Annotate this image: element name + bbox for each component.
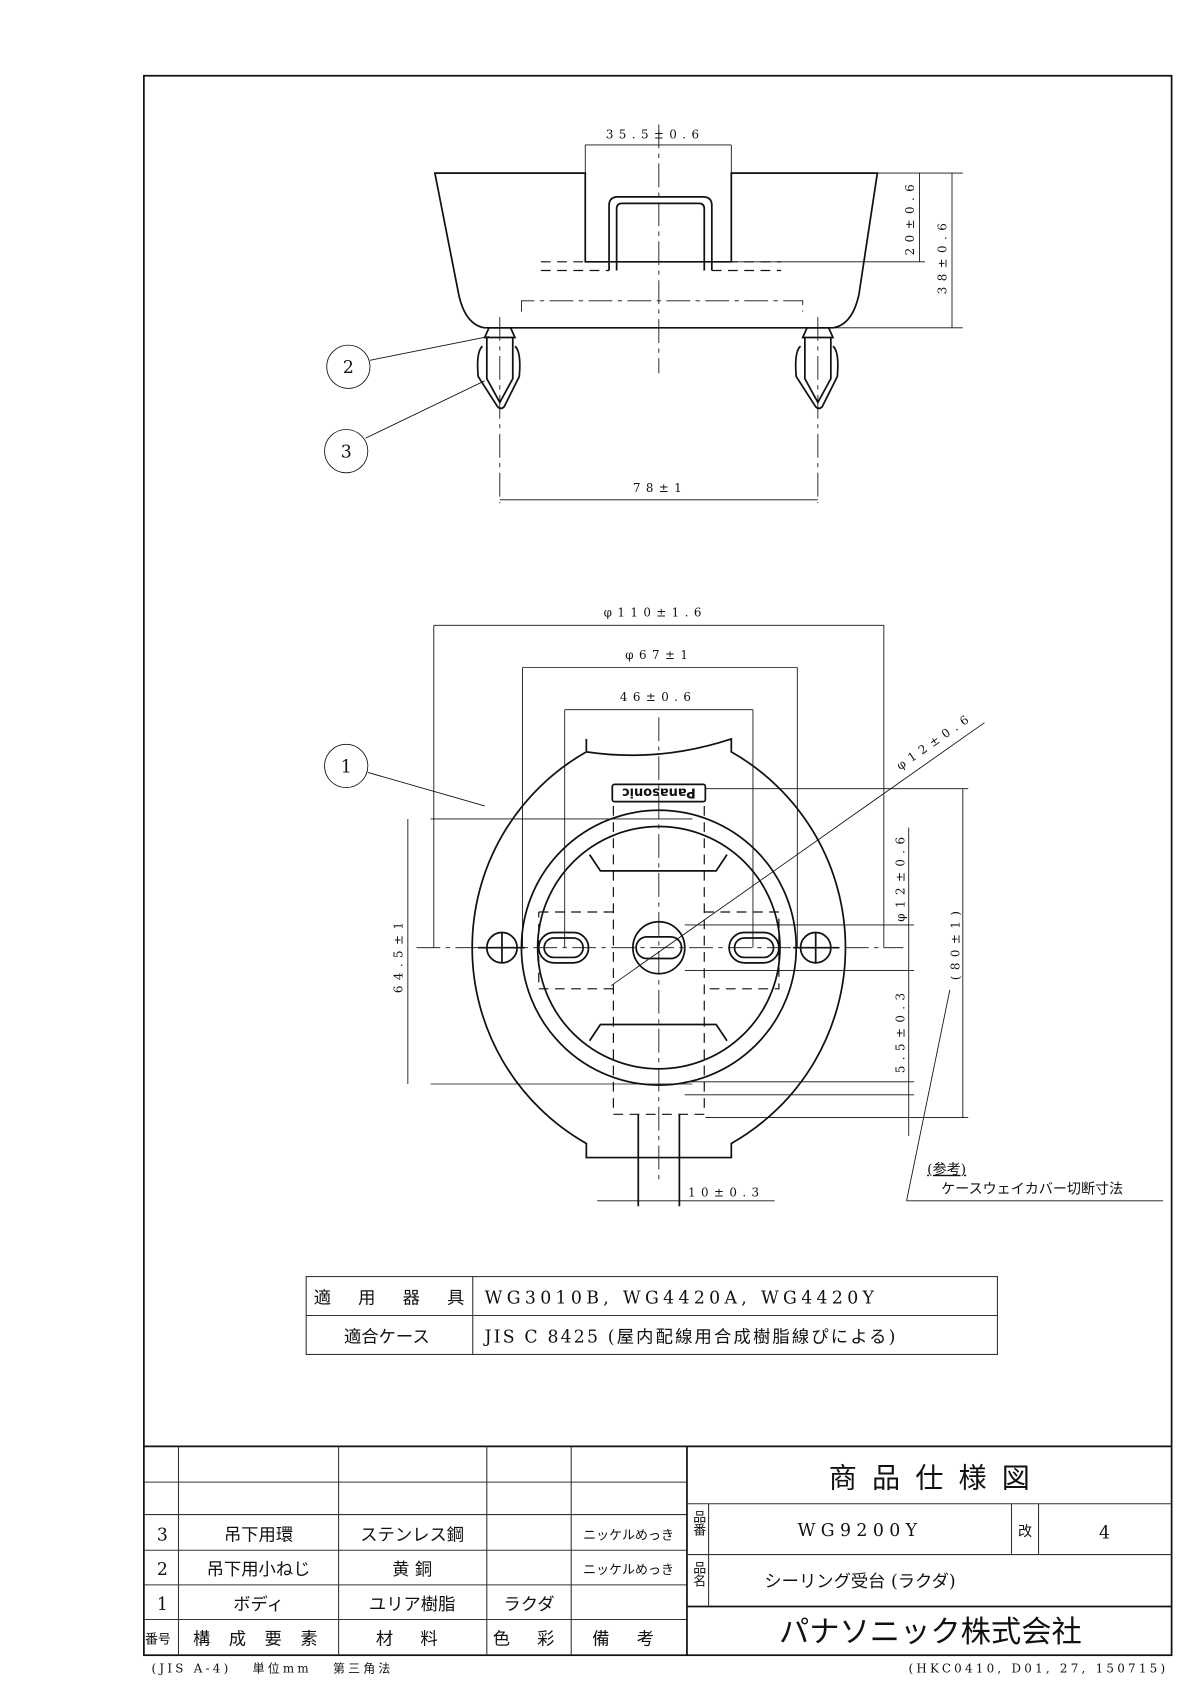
- dim-leg-pitch: 78±1: [633, 481, 687, 495]
- rev-label: 改: [1018, 1524, 1032, 1540]
- parts-row-1-no: 1: [157, 1595, 168, 1615]
- hanger-loop: [608, 196, 713, 271]
- note-text: ケースウェイカバー切断寸法: [941, 1181, 1123, 1197]
- parts-row-3-no: 3: [157, 1526, 168, 1546]
- dim-10: 10±0.3: [688, 1186, 764, 1200]
- callout-2-label: 2: [343, 358, 354, 378]
- spec-row2-label: 適合ケース: [344, 1328, 430, 1348]
- parts-row-1-material: ユリア樹脂: [369, 1595, 455, 1615]
- spec-row1-value: WG3010B, WG4420A, WG4420Y: [485, 1289, 879, 1309]
- outer-body: [471, 737, 847, 1159]
- elevation-view: 35.5±0.6 20±0.6 38±0.6 78±1 2 3: [324, 124, 963, 504]
- dim-80: (80±1): [949, 906, 963, 980]
- product-name: シーリング受台 (ラクダ): [764, 1572, 955, 1592]
- plan-view: Panasonic φ110±1.6 φ67±1 46±0.6 φ12±0.6: [324, 606, 1163, 1207]
- drawing-title: 商品仕様図: [829, 1462, 1045, 1495]
- dim-slot-depth: 20±0.6: [903, 179, 917, 255]
- parts-header-material: 材 料: [376, 1629, 449, 1649]
- dim-outer-diameter: φ110±1.6: [604, 606, 707, 620]
- sheet-frame: [143, 74, 1173, 1657]
- callout-1: [324, 743, 369, 789]
- dim-hole-diameter: φ12±0.6: [894, 710, 976, 773]
- parts-row-2-material: 黄 銅: [392, 1560, 432, 1580]
- parts-header-note: 備 考: [592, 1629, 665, 1649]
- dim-slot-pitch: 46±0.6: [620, 690, 696, 704]
- title-block: 3 吊下用環 ステンレス鋼 ニッケルめっき 2 吊下用小ねじ 黄 銅 ニッケルめ…: [143, 1445, 1172, 1656]
- dim-slot-width: 35.5±0.6: [606, 127, 705, 141]
- parts-header-no: 番号: [145, 1632, 171, 1647]
- part-no: WG9200Y: [798, 1521, 923, 1541]
- callout-3-label: 3: [341, 443, 352, 463]
- spec-row1-label: 適 用 器 具: [314, 1289, 475, 1309]
- parts-header-part: 構 成 要 素: [193, 1629, 324, 1649]
- footer-left: (JIS A-4) 単位mm 第三角法: [151, 1662, 393, 1676]
- spec-table: 適 用 器 具 WG3010B, WG4420A, WG4420Y 適合ケース …: [305, 1276, 998, 1355]
- spec-row2-value: JIS C 8425 (屋内配線用合成樹脂線ぴによる): [483, 1328, 898, 1348]
- dim-ring-diameter: φ67±1: [625, 648, 693, 662]
- dim-64-5: 64.5±1: [391, 917, 405, 993]
- company-name: パナソニック株式会社: [779, 1615, 1082, 1650]
- parts-row-1-color: ラクダ: [503, 1595, 554, 1615]
- parts-row-2-note: ニッケルめっき: [583, 1563, 674, 1578]
- parts-row-1-part: ボディ: [233, 1594, 284, 1615]
- hanger-ring-right: [794, 316, 839, 504]
- callout-2: [326, 344, 371, 389]
- footer-right: (HKC0410, D01, 27, 150715): [909, 1662, 1169, 1676]
- rev-number: 4: [1099, 1523, 1110, 1543]
- dim-5-5: 5.5±0.3: [893, 988, 907, 1074]
- callout-1-label: 1: [341, 757, 352, 777]
- name-label: 品名: [690, 1561, 705, 1587]
- note-ref: (参考): [927, 1161, 966, 1178]
- parts-header-color: 色 彩: [493, 1629, 566, 1649]
- parts-row-3-part: 吊下用環: [224, 1526, 293, 1546]
- parts-row-2-no: 2: [157, 1560, 168, 1580]
- dim-height: 38±0.6: [936, 218, 950, 294]
- parts-row-3-material: ステンレス鋼: [360, 1526, 464, 1546]
- part-no-label: 品番: [690, 1510, 705, 1537]
- logo-text: Panasonic: [622, 785, 696, 800]
- body-outline: [433, 172, 879, 329]
- callout-3: [324, 429, 369, 474]
- dim-hole-diameter-side: φ12±0.6: [893, 832, 907, 922]
- parts-row-3-note: ニッケルめっき: [583, 1528, 674, 1543]
- parts-row-2-part: 吊下用小ねじ: [207, 1560, 311, 1580]
- hanger-ring-left: [476, 316, 521, 504]
